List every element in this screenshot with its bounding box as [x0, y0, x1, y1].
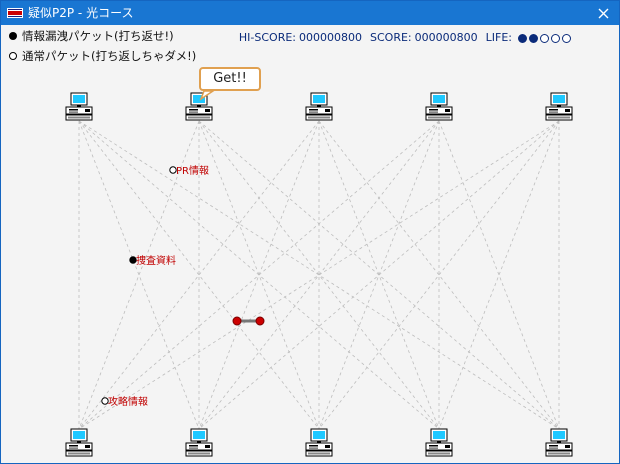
get-speech-bubble: Get!! [199, 67, 261, 91]
computer-node-top-1-icon [65, 92, 93, 121]
network-link [78, 120, 560, 430]
computer-node-top-4-icon [425, 92, 453, 121]
life-full-icon [529, 33, 538, 43]
life-label: LIFE: [485, 31, 512, 44]
computer-node-top-5-icon [545, 92, 573, 121]
network-link [198, 120, 440, 430]
computer-node-bottom-2-icon [185, 428, 213, 457]
network-links [78, 120, 560, 430]
network-link [78, 120, 320, 430]
network-link [198, 120, 440, 430]
close-icon [598, 8, 608, 18]
player-paddle[interactable] [232, 316, 265, 326]
computer-node-bottom-1-icon [65, 428, 93, 457]
life-full-icon [518, 33, 527, 43]
normal-packet-icon [169, 166, 177, 174]
network-link [318, 120, 440, 430]
network-link [198, 120, 320, 430]
network-link [318, 120, 560, 430]
window-title: 疑似P2P - 光コース [28, 6, 134, 20]
packet-label: PR情報 [176, 164, 209, 177]
life-empty-icon [540, 33, 549, 43]
score-hud: HI-SCORE: 000000800 SCORE: 000000800 LIF… [239, 31, 571, 45]
legend-leak-packet: 情報漏洩パケット(打ち返せ!) [9, 29, 174, 43]
life-indicator [516, 33, 571, 43]
normal-packet-icon [101, 397, 109, 405]
computer-node-bottom-3-icon [305, 428, 333, 457]
network-link [78, 120, 200, 430]
computer-node-bottom-5-icon [545, 428, 573, 457]
life-empty-icon [562, 33, 571, 43]
network-link [78, 120, 560, 430]
app-icon [7, 8, 23, 18]
computer-node-top-3-icon [305, 92, 333, 121]
network-link [198, 120, 320, 430]
packet-label: 捜査資料 [136, 254, 176, 267]
title-bar[interactable]: 疑似P2P - 光コース [1, 1, 619, 25]
legend-normal-packet: 通常パケット(打ち返しちゃダメ!) [9, 49, 196, 63]
network-link [438, 120, 560, 430]
network-link [438, 120, 560, 430]
network-link [78, 120, 320, 430]
life-empty-icon [551, 33, 560, 43]
packet-2: 捜査資料 [129, 254, 176, 267]
network-link [198, 120, 560, 430]
leak-packet-icon [129, 256, 137, 264]
game-area[interactable]: 情報漏洩パケット(打ち返せ!) 通常パケット(打ち返しちゃダメ!) HI-SCO… [1, 25, 619, 463]
packet-3: 攻略情報 [101, 395, 148, 408]
normal-packet-icon [9, 52, 17, 60]
score-value: 000000800 [414, 31, 478, 44]
legend-normal-label: 通常パケット(打ち返しちゃダメ!) [22, 49, 197, 63]
computer-node-top-2-icon [185, 92, 213, 121]
bubble-tail [199, 90, 216, 101]
network-link [318, 120, 560, 430]
hiscore-label: HI-SCORE: [238, 31, 297, 44]
packet-label: 攻略情報 [108, 395, 148, 408]
computer-node-bottom-4-icon [425, 428, 453, 457]
network-link [78, 120, 200, 430]
packet-1: PR情報 [169, 164, 209, 177]
legend-leak-label: 情報漏洩パケット(打ち返せ!) [22, 29, 174, 43]
network-link [78, 120, 440, 430]
hiscore-value: 000000800 [299, 31, 363, 44]
score-label: SCORE: [370, 31, 412, 44]
close-button[interactable] [587, 1, 619, 25]
network-link [318, 120, 440, 430]
leak-packet-icon [9, 32, 17, 40]
